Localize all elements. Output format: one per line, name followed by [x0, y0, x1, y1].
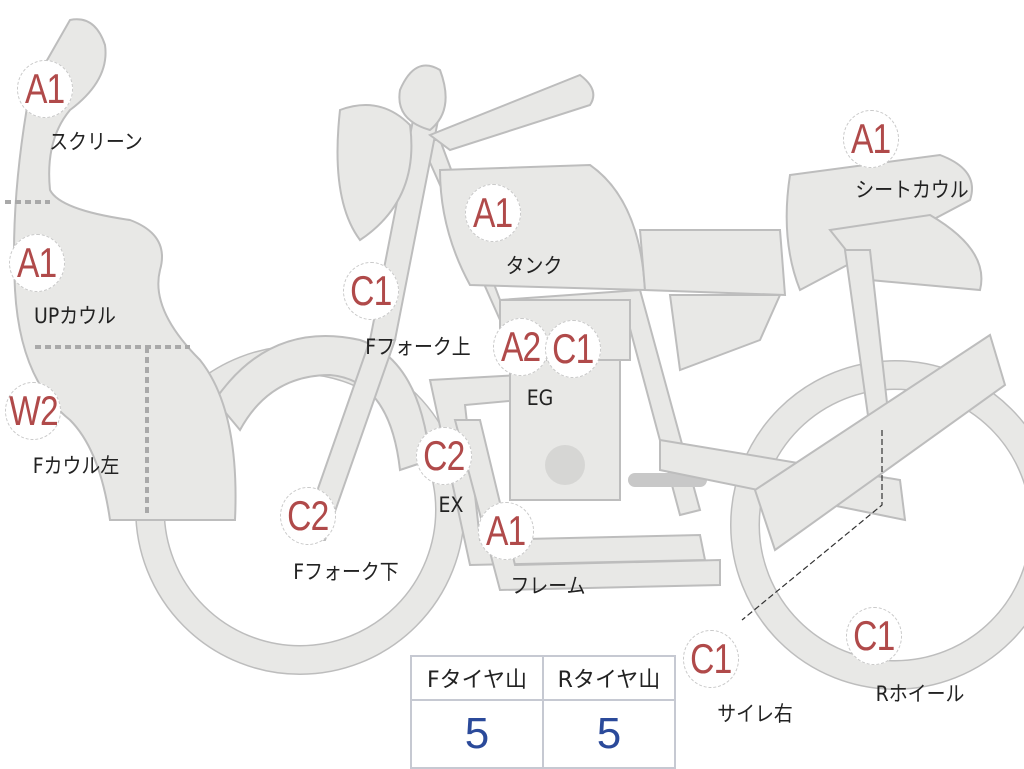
grade-text: A2 — [501, 323, 541, 370]
part-label-fork-lower: Fフォーク下 — [293, 560, 399, 584]
front-tire-value: 5 — [410, 699, 544, 769]
grade-text: A1 — [473, 189, 513, 236]
front-tire-header: Fタイヤ山 — [410, 655, 544, 701]
grade-text: A1 — [851, 115, 891, 162]
part-label-seat-cowl: シートカウル — [855, 178, 969, 202]
grade-badge-muffler-right: C1 — [683, 630, 739, 688]
part-label-muffler-right: サイレ右 — [717, 702, 793, 726]
grade-text: C1 — [350, 267, 392, 314]
grade-text: C1 — [853, 612, 895, 659]
part-label-screen: スクリーン — [49, 130, 143, 154]
grade-badge-front-cowl-left: W2 — [5, 382, 61, 440]
muffler — [753, 333, 1007, 552]
grade-badge-fork-lower: C2 — [280, 487, 336, 545]
grade-badge-upper-cowl: A1 — [9, 234, 65, 292]
grade-text: A1 — [25, 65, 65, 112]
cowl — [13, 18, 237, 521]
grade-badge-screen: A1 — [17, 60, 73, 118]
rear-tire-value: 5 — [542, 699, 676, 769]
grade-badge-tank: A1 — [465, 184, 521, 242]
grade-badge-fork-upper: C1 — [343, 262, 399, 320]
grade-badge-engine: A2 — [493, 318, 549, 376]
part-label-front-cowl-left: Fカウル左 — [32, 454, 120, 478]
tire-tread-table: Fタイヤ山 Rタイヤ山 5 5 — [410, 655, 676, 769]
grade-text: A1 — [486, 507, 526, 554]
part-label-fork-upper: Fフォーク上 — [365, 335, 471, 359]
part-label-engine: EG — [526, 386, 554, 410]
grade-text: C1 — [552, 325, 594, 372]
grade-badge-frame: A1 — [478, 502, 534, 560]
grade-text: C1 — [690, 635, 732, 682]
front-fork-lower — [298, 339, 397, 541]
part-label-rear-wheel: Rホイール — [875, 682, 965, 706]
grade-text: W2 — [8, 387, 59, 434]
grade-badge-exhaust: C2 — [416, 427, 472, 485]
grade-badge-engine-2: C1 — [545, 320, 601, 378]
part-label-exhaust: EX — [438, 493, 464, 517]
grade-text: A1 — [17, 239, 57, 286]
part-label-tank: タンク — [505, 254, 563, 278]
grade-badge-seat-cowl: A1 — [843, 110, 899, 168]
part-label-frame: フレーム — [510, 574, 586, 598]
grade-text: C2 — [423, 432, 465, 479]
rear-tire-header: Rタイヤ山 — [542, 655, 676, 701]
part-label-upper-cowl: UPカウル — [34, 304, 116, 328]
grade-badge-rear-wheel: C1 — [846, 607, 902, 665]
grade-text: C2 — [287, 492, 329, 539]
